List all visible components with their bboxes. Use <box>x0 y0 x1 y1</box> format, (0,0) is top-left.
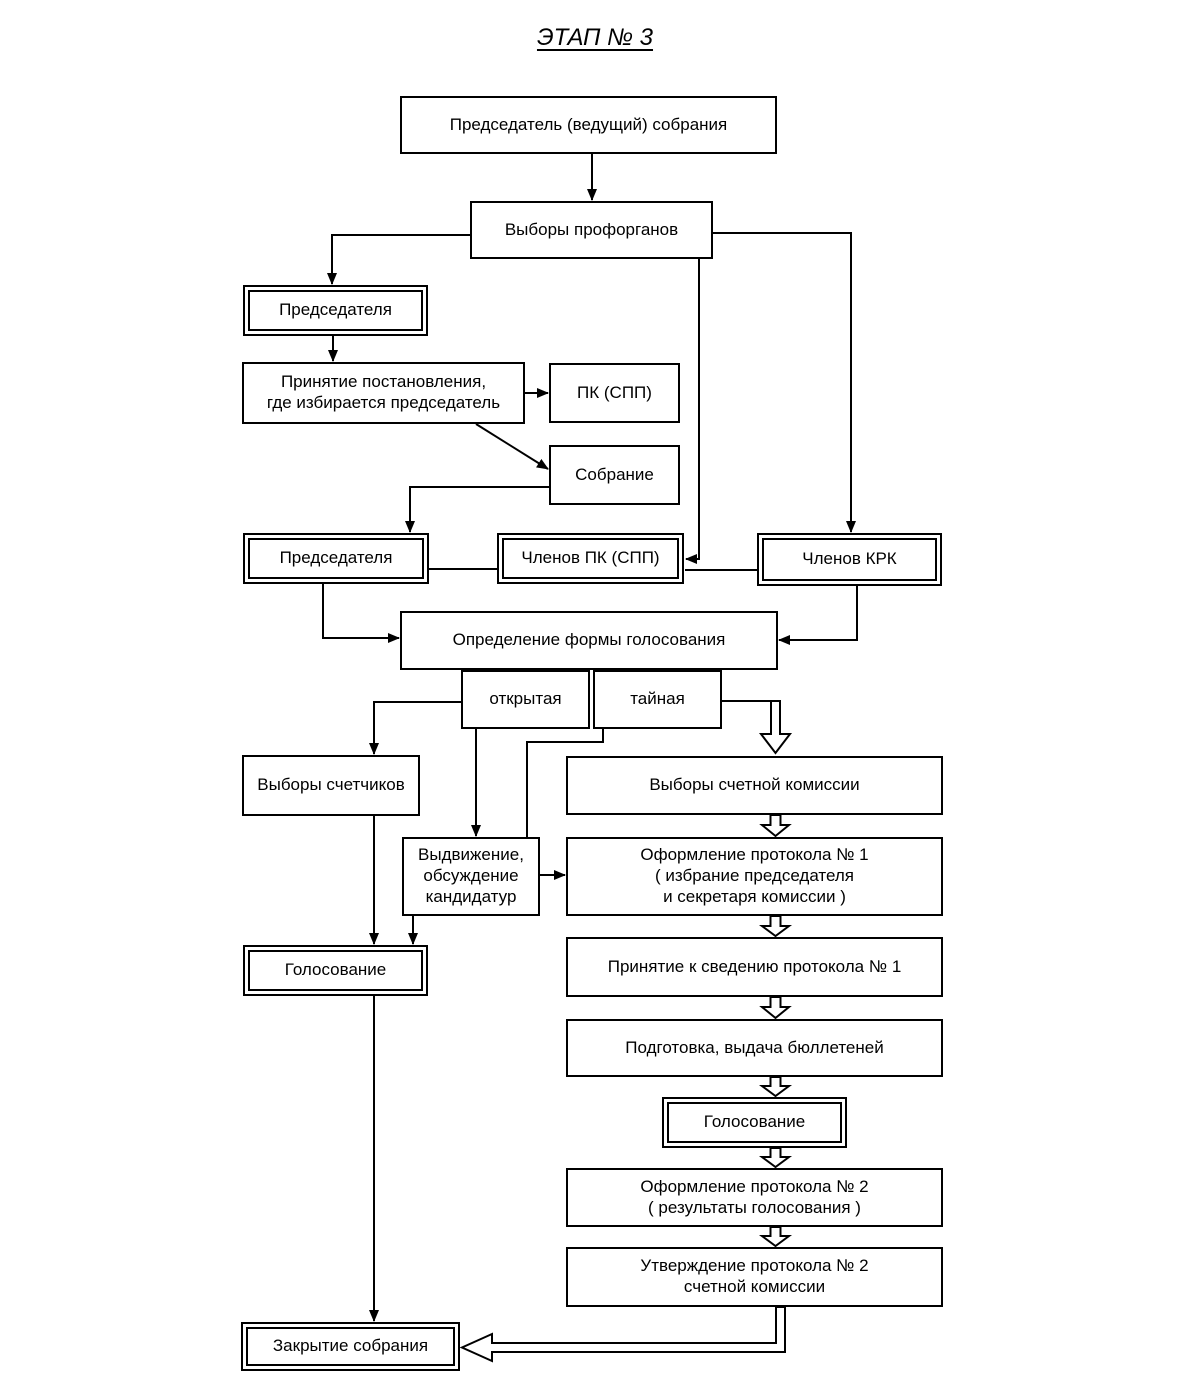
connector-secret-nomination <box>526 729 604 837</box>
hollow-arrow-ack-ballots <box>759 996 792 1020</box>
node-nomination: Выдвижение, обсуждение кандидатур <box>402 837 540 916</box>
node-pk-members: Членов ПК (СПП) <box>497 533 684 584</box>
node-protocol2-approval: Утверждение протокола № 2 счетной комисс… <box>566 1247 943 1307</box>
hollow-arrow-approval-closing <box>459 1306 786 1363</box>
node-pk-spp: ПК (СПП) <box>549 363 680 423</box>
node-voting-secret: Голосование <box>662 1097 847 1148</box>
node-chairman: Председатель (ведущий) собрания <box>400 96 777 154</box>
hollow-arrow-secret-commission <box>758 700 793 755</box>
hollow-arrow-voting-protocol2 <box>758 1147 793 1169</box>
node-elections: Выборы профорганов <box>470 201 713 259</box>
connector-meeting-chair2 <box>405 486 549 533</box>
connector-elections-chair1 <box>327 234 470 285</box>
node-protocol2: Оформление протокола № 2 ( результаты го… <box>566 1168 943 1227</box>
connector-open-counters <box>369 701 461 755</box>
node-krk-members: Членов КРК <box>757 533 942 586</box>
node-protocol1-ack: Принятие к сведению протокола № 1 <box>566 937 943 997</box>
node-open-vote: открытая <box>461 670 590 729</box>
node-counters: Выборы счетчиков <box>242 755 420 816</box>
hollow-arrow-protocol1-ack <box>758 915 793 938</box>
node-resolution: Принятие постановления, где избирается п… <box>242 362 525 424</box>
node-protocol1: Оформление протокола № 1 ( избрание пред… <box>566 837 943 916</box>
connector-chair2-votingform <box>322 584 400 643</box>
connector-elections-pkmembers <box>685 259 700 564</box>
connector-resolution-meeting <box>475 423 549 470</box>
hollow-arrow-protocol2-approval <box>758 1226 793 1248</box>
hollow-arrow-ballots-voting <box>758 1076 793 1098</box>
page-title: ЭТАП № 3 <box>536 24 654 51</box>
node-ballots: Подготовка, выдача бюллетеней <box>566 1019 943 1077</box>
node-chair-election: Председателя <box>243 285 428 336</box>
node-meeting: Собрание <box>549 445 680 505</box>
node-commission: Выборы счетной комиссии <box>566 756 943 815</box>
hollow-arrow-commission-protocol1 <box>759 814 792 838</box>
node-closing: Закрытие собрания <box>241 1322 460 1371</box>
node-chair-election2: Председателя <box>243 533 429 584</box>
connector-krk-votingform <box>778 586 858 645</box>
node-secret-vote: тайная <box>593 670 722 729</box>
node-voting-open: Голосование <box>243 945 428 996</box>
node-voting-form: Определение формы голосования <box>400 611 778 670</box>
connector-elections-krk <box>713 232 856 533</box>
